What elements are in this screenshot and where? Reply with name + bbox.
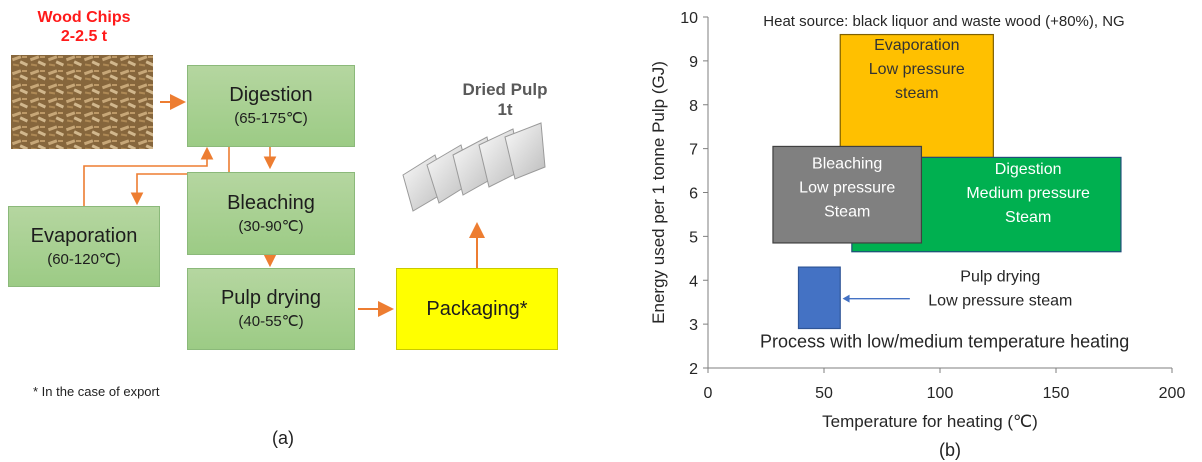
pulp-drying-box: Pulp drying (40-55℃) xyxy=(187,268,355,350)
evaporation-temp: (60-120℃) xyxy=(47,250,121,268)
pulp-drying-label: Pulp drying xyxy=(220,287,322,309)
x-tick-label: 150 xyxy=(1043,385,1070,402)
y-tick-label: 5 xyxy=(689,229,698,246)
y-tick-label: 8 xyxy=(689,98,698,115)
evaporation-label-line: Low pressure xyxy=(869,61,965,78)
evaporation-label-line: Evaporation xyxy=(874,37,959,54)
packaging-box: Packaging* xyxy=(396,268,558,350)
digestion-temp: (65-175℃) xyxy=(234,110,308,127)
dried-pulp-title: Dried Pulp 1t xyxy=(430,80,580,120)
bleaching-box: Bleaching (30-90℃) xyxy=(187,172,355,255)
bleaching-label-line: Bleaching xyxy=(812,155,882,172)
y-tick-label: 3 xyxy=(689,317,698,334)
x-tick-label: 200 xyxy=(1159,385,1186,402)
wood-chips-amount: 2-2.5 t xyxy=(60,28,108,45)
wood-chips-label: Wood Chips xyxy=(37,9,131,26)
pulp-drying-temp: (40-55℃) xyxy=(238,313,304,330)
pulp-drying-rect xyxy=(797,266,841,330)
x-axis-title: Temperature for heating (℃) xyxy=(822,412,1038,431)
y-tick-label: 6 xyxy=(689,186,698,203)
caption-b: (b) xyxy=(939,440,961,460)
x-tick-label: 50 xyxy=(815,385,833,402)
dried-pulp-amount: 1t xyxy=(497,100,513,119)
bleaching-label-line: Low pressure xyxy=(799,179,895,196)
digestion-label-line: Medium pressure xyxy=(966,185,1090,202)
bleaching-temp: (30-90℃) xyxy=(238,217,304,235)
dried-pulp-label: Dried Pulp xyxy=(462,80,548,99)
y-tick-label: 10 xyxy=(680,10,698,27)
evaporation-label: Evaporation xyxy=(30,224,138,247)
wood-chips-title: Wood Chips 2-2.5 t xyxy=(16,8,152,46)
bleaching-label: Bleaching xyxy=(227,191,315,214)
digestion-box: Digestion (65-175℃) xyxy=(187,65,355,147)
digestion-label-line: Digestion xyxy=(995,161,1062,178)
evaporation-label-line: steam xyxy=(895,85,939,102)
process-note: Process with low/medium temperature heat… xyxy=(760,331,1129,351)
caption-a: (a) xyxy=(272,428,294,448)
x-tick-label: 100 xyxy=(927,385,954,402)
wood-chips-image xyxy=(11,55,153,149)
evaporation-box: Evaporation (60-120℃) xyxy=(8,206,160,287)
flow-arrows xyxy=(83,94,485,317)
pulp-drying-label-line: Low pressure steam xyxy=(928,293,1072,310)
bleaching-rect xyxy=(772,145,923,244)
y-tick-label: 7 xyxy=(689,142,698,159)
y-tick-label: 2 xyxy=(689,361,698,378)
x-tick-label: 0 xyxy=(704,385,713,402)
dried-pulp-image xyxy=(395,115,565,215)
bleaching-label-line: Steam xyxy=(824,203,870,220)
digestion-label: Digestion xyxy=(229,84,313,106)
footnote: * In the case of export xyxy=(33,384,160,399)
y-tick-label: 4 xyxy=(689,273,698,290)
pulp-drying-label-line: Pulp drying xyxy=(960,269,1040,286)
packaging-label: Packaging* xyxy=(426,298,528,320)
digestion-label-line: Steam xyxy=(1005,209,1051,226)
y-tick-label: 9 xyxy=(689,54,698,71)
y-axis-title: Energy used per 1 tonne Pulp (GJ) xyxy=(649,61,668,324)
pulp-drying-arrowhead xyxy=(842,294,850,303)
evaporation-rect xyxy=(839,33,994,158)
heat-source-note: Heat source: black liquor and waste wood… xyxy=(763,13,1124,30)
